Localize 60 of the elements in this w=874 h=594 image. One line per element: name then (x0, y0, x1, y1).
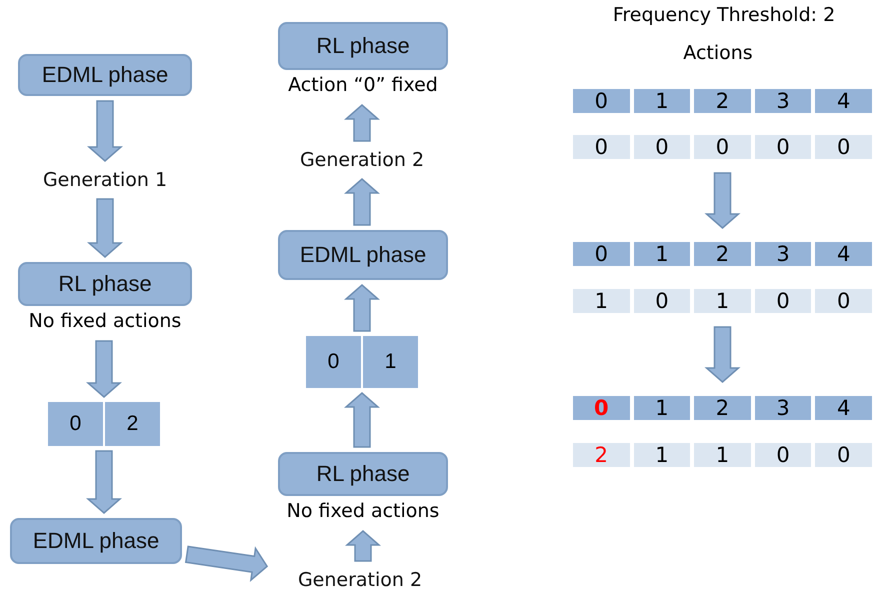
action-cell: 0 (306, 336, 361, 388)
generation-label: Generation 2 (282, 146, 442, 174)
block-arrow (704, 172, 740, 229)
threshold-label: Frequency Threshold: 2 (612, 4, 836, 26)
generation-label: Generation 1 (20, 166, 190, 194)
generation-label: Generation 2 (272, 566, 448, 594)
action-cell: 1 (363, 336, 418, 388)
table-cell: 1 (634, 442, 690, 467)
block-arrow (344, 104, 380, 142)
table-cell: 1 (634, 89, 690, 113)
action-cell: 2 (105, 402, 160, 446)
table-cell: 1 (573, 288, 630, 313)
table-cell: 3 (754, 242, 812, 266)
block-arrow (704, 326, 740, 383)
table-cell: 4 (815, 396, 872, 420)
header-label: Actions (683, 42, 753, 64)
table-cell: 0 (754, 288, 812, 313)
table-cell: 2 (694, 242, 751, 266)
table-cell: 0 (573, 242, 630, 266)
table-cell: 1 (634, 242, 690, 266)
table-cell: 0 (634, 288, 690, 313)
block-arrow (86, 340, 122, 398)
table-cell: 2 (694, 89, 751, 113)
block-arrow (345, 530, 381, 562)
table-cell: 4 (815, 242, 872, 266)
table-cell: 0 (694, 135, 751, 159)
table-cell: 0 (754, 442, 812, 467)
table-cell: 0 (754, 135, 812, 159)
process-box: EDML phase (18, 54, 192, 96)
table-cell: 3 (754, 89, 812, 113)
table-cell: 3 (754, 396, 812, 420)
block-arrow (184, 546, 268, 582)
action-cell: 0 (48, 402, 103, 446)
process-box: RL phase (18, 262, 192, 306)
block-arrow (86, 450, 122, 514)
process-box: RL phase (278, 452, 448, 496)
caption-text: No fixed actions (28, 310, 182, 332)
table-cell: 0 (815, 135, 872, 159)
process-box: EDML phase (10, 518, 182, 564)
table-cell: 0 (634, 135, 690, 159)
block-arrow (344, 178, 380, 226)
table-cell: 1 (694, 288, 751, 313)
table-cell: 0 (573, 89, 630, 113)
table-cell: 0 (573, 396, 630, 420)
table-cell: 0 (573, 135, 630, 159)
table-cell: 4 (815, 89, 872, 113)
block-arrow (344, 284, 380, 332)
caption-text: Action “0” fixed (288, 74, 438, 96)
table-cell: 0 (815, 442, 872, 467)
block-arrow (87, 198, 123, 258)
table-cell: 1 (694, 442, 751, 467)
table-cell: 1 (634, 396, 690, 420)
caption-text: No fixed actions (286, 500, 440, 522)
table-cell: 2 (694, 396, 751, 420)
process-box: RL phase (278, 22, 448, 70)
block-arrow (87, 100, 123, 162)
table-cell: 2 (573, 442, 630, 467)
process-box: EDML phase (278, 230, 448, 280)
table-cell: 0 (815, 288, 872, 313)
block-arrow (344, 392, 380, 448)
